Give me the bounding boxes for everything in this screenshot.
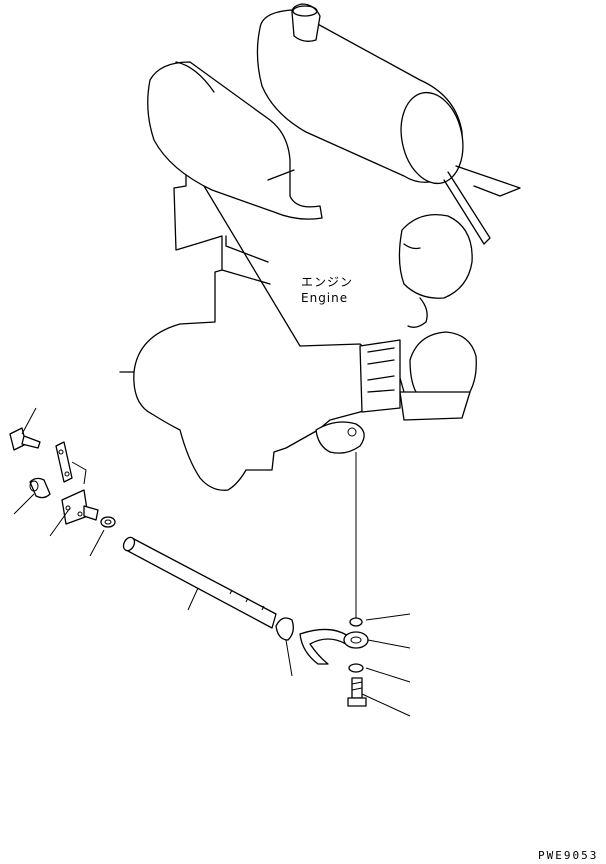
fitting-parts	[9, 427, 116, 528]
engine-assembly	[119, 3, 521, 491]
engine-label-jp: エンジン	[301, 275, 353, 289]
leader-lines	[13, 407, 411, 717]
engine-label-en: Engine	[301, 291, 348, 305]
drawing-code: PWE9053	[538, 849, 598, 862]
hose-assembly	[122, 452, 369, 707]
